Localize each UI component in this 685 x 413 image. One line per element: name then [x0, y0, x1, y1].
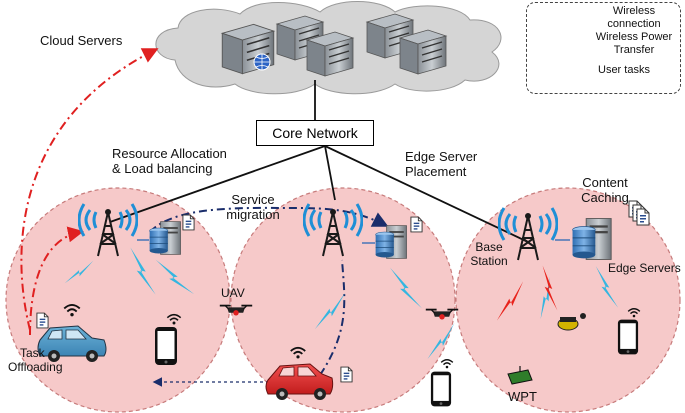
legend-user-tasks-label: User tasks [598, 64, 650, 76]
sensor-device-icon [557, 313, 586, 331]
car-icon [37, 325, 107, 362]
cloud-servers-label: Cloud Servers [40, 33, 123, 48]
task-doc-icon [36, 312, 49, 329]
cell-left [5, 187, 231, 413]
phone-icon [430, 371, 452, 407]
cloud-servers-group [221, 13, 447, 77]
phone-icon [155, 327, 177, 365]
legend [526, 2, 681, 94]
edge-servers-label: Edge Servers [608, 261, 681, 275]
task-doc-icon [182, 214, 195, 231]
core-links [109, 80, 529, 243]
car-icon [265, 363, 334, 400]
core-network-box: Core Network [256, 120, 374, 146]
cell-right [455, 187, 681, 413]
wifi-icon [440, 358, 454, 369]
resource-allocation-label: Resource Allocation& Load balancing [112, 146, 227, 176]
task-doc-icon [410, 216, 423, 233]
task-doc-icon [340, 366, 353, 383]
wpt-label: WPT [508, 389, 537, 404]
uav-label: UAV [221, 286, 245, 300]
phone-icon [617, 319, 639, 355]
wpt-receiver-icon [507, 366, 533, 385]
